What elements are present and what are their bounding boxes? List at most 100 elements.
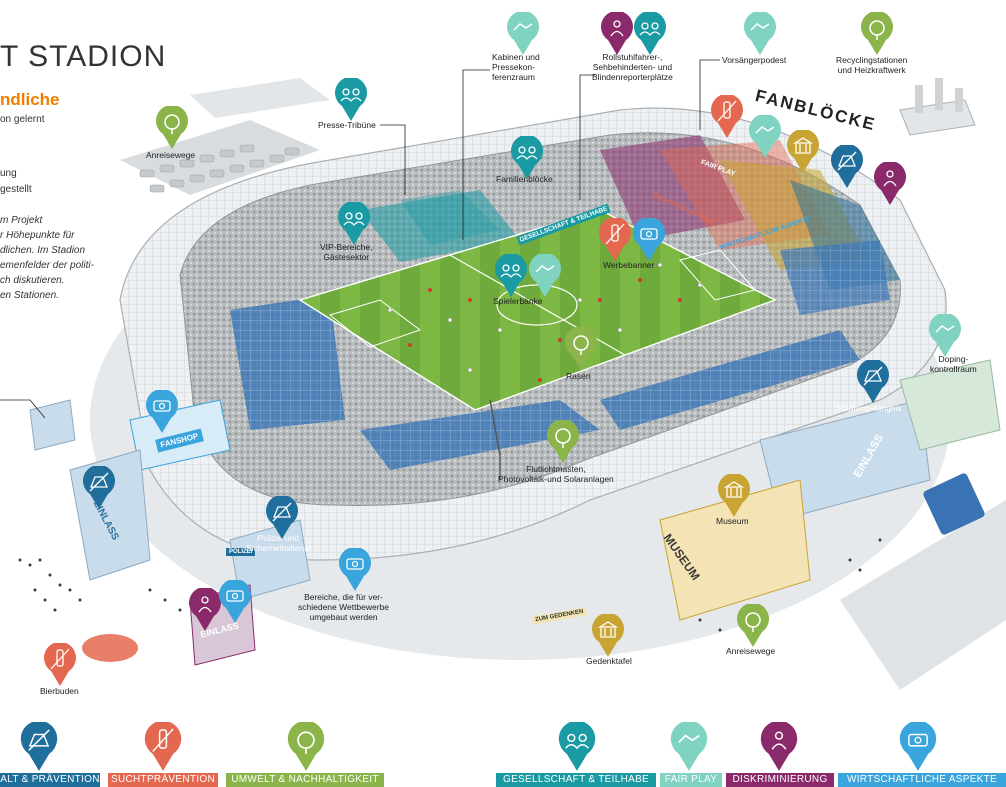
label-rollstuhl-line-3: Blindenreporterplätze	[592, 72, 673, 82]
legend-bottle-icon	[144, 722, 182, 771]
label-vip-line-1: VIP-Bereiche,	[320, 242, 373, 252]
intro-paragraph-line-2: r Höhepunkte für	[0, 230, 75, 241]
gesellschaft-pin-familien[interactable]	[510, 136, 544, 180]
parking-lot	[120, 78, 330, 195]
diskriminierung-pin-rollstuhl[interactable]	[600, 12, 634, 56]
fairplay-pin-spieler[interactable]	[528, 254, 562, 298]
polizei-sign: POLIZEI	[226, 548, 256, 556]
label-anreisewege-top: Anreisewege	[146, 150, 196, 160]
label-flutlicht: Flutlichtmasten, Photovoltaik-und Solara…	[498, 464, 614, 484]
legend-wirtschaft: WIRTSCHAFTLICHE ASPEKTE	[838, 773, 1006, 787]
legend-gesellschaft: GESELLSCHAFT & TEILHABE	[496, 773, 656, 787]
label-polizei-line-1: Polizei und	[257, 533, 300, 543]
legend-money-icon	[899, 722, 937, 771]
intro-line-1: on gelernt	[0, 114, 45, 125]
label-doping: Doping- kontrollraum	[930, 354, 977, 374]
legend-diskriminierung: DISKRIMINIERUNG	[726, 773, 834, 787]
fairplay-pin-kabinen[interactable]	[506, 12, 540, 56]
umwelt-pin-rasen[interactable]	[564, 327, 598, 371]
label-rollstuhl-line-1: Rollstuhlfahrer-,	[602, 52, 663, 62]
diskriminierung-pin-fanbloecke[interactable]	[873, 162, 907, 206]
label-rollstuhl: Rollstuhlfahrer-, Sehbehinderten- und Bl…	[592, 52, 673, 82]
intro-paragraph-line-3: dlichen. Im Stadion	[0, 245, 86, 256]
label-bereiche-line-3: umgebaut werden	[309, 612, 378, 622]
label-rasen: Rasen	[566, 371, 591, 381]
gewalt-pin-fanbloecke[interactable]	[830, 145, 864, 189]
label-vip: VIP-Bereiche, Gästesektor	[320, 242, 372, 262]
pitch	[298, 209, 777, 411]
intro-paragraph-line-6: en Stationen.	[0, 290, 59, 301]
label-recycling: Recyclingstationen und Heizkraftwerk	[836, 55, 907, 75]
legend-violence-icon	[20, 722, 58, 771]
museum-pin-gedenktafel[interactable]	[591, 614, 625, 658]
label-polizei-line-2: Sicherheitsdienst	[246, 543, 311, 553]
intro-line-3: gestellt	[0, 184, 32, 195]
label-bereiche: Bereiche, die für ver- schiedene Wettbew…	[298, 592, 389, 622]
legend-sucht: SUCHTPRÄVENTION	[108, 773, 218, 787]
legend-person-icon	[760, 722, 798, 771]
page-subtitle: ndliche	[0, 90, 60, 109]
gesellschaft-pin-spieler[interactable]	[494, 254, 528, 298]
label-stadiongefaengnis: Stadiongefängnis	[836, 403, 902, 413]
legend-umwelt: UMWELT & NACHHALTIGKEIT	[226, 773, 384, 787]
gewalt-pin-gefaengnis[interactable]	[856, 360, 890, 404]
museum-pin-museum[interactable]	[717, 474, 751, 518]
gewalt-pin-einlass[interactable]	[82, 466, 116, 510]
label-kabinen-line-1: Kabinen und	[492, 52, 540, 62]
sucht-pin-werbe[interactable]	[598, 218, 632, 262]
fairplay-pin-fanbloecke[interactable]	[748, 115, 782, 159]
label-flutlicht-line-2: Photovoltaik-und Solaranlagen	[498, 474, 614, 484]
umwelt-pin-anreise-top[interactable]	[155, 106, 189, 150]
label-spielerbaenke: Spielerbänke	[493, 296, 543, 306]
wirtschaft-pin-werbe[interactable]	[632, 218, 666, 262]
label-presse-tribuene: Presse-Tribüne	[318, 120, 376, 130]
intro-line-2: ung	[0, 168, 17, 179]
gewalt-pin-polizei[interactable]	[265, 496, 299, 540]
intro-paragraph-line-1: m Projekt	[0, 215, 43, 226]
right-buildings	[659, 359, 1006, 690]
label-familienbloecke: Familienblöcke	[496, 174, 553, 184]
label-vip-line-2: Gästesektor	[323, 252, 370, 262]
fairplay-pin-doping[interactable]	[928, 314, 962, 358]
gesellschaft-pin-vip[interactable]	[337, 202, 371, 246]
label-recycling-line-2: und Heizkraftwerk	[837, 65, 906, 75]
wirtschaft-pin-einlass-front[interactable]	[218, 580, 252, 624]
umwelt-pin-recycling[interactable]	[860, 12, 894, 56]
label-rollstuhl-line-2: Sehbehinderten- und	[592, 62, 673, 72]
power-plant	[899, 78, 976, 136]
gesellschaft-pin-rollstuhl[interactable]	[633, 12, 667, 56]
gesellschaft-pin-presse[interactable]	[334, 78, 368, 122]
label-bereiche-line-1: Bereiche, die für ver-	[304, 592, 383, 602]
umwelt-pin-anreise-bottom[interactable]	[736, 604, 770, 648]
wirtschaft-pin-fanshop[interactable]	[145, 390, 179, 434]
label-werbebanner: Werbebanner	[603, 260, 655, 270]
museum-pin-fanbloecke[interactable]	[786, 130, 820, 174]
label-gedenktafel: Gedenktafel	[586, 656, 632, 666]
leader-lines	[0, 59, 720, 480]
legend-tree-icon	[287, 722, 325, 771]
label-recycling-line-1: Recyclingstationen	[836, 55, 908, 65]
fairplay-pin-podest[interactable]	[743, 12, 777, 56]
intro-paragraph-line-5: ch diskutieren.	[0, 275, 65, 286]
sucht-pin-bierbuden[interactable]	[43, 643, 77, 687]
label-bierbuden: Bierbuden	[40, 686, 79, 696]
umwelt-pin-flutlicht[interactable]	[546, 420, 580, 464]
legend-people-icon	[558, 722, 596, 771]
diskriminierung-pin-einlass-front[interactable]	[188, 588, 222, 632]
label-doping-line-2: kontrollraum	[930, 364, 977, 374]
label-flutlicht-line-1: Flutlichtmasten,	[526, 464, 586, 474]
legend-handshake-icon	[670, 722, 708, 771]
sucht-pin-fanbloecke[interactable]	[710, 95, 744, 139]
label-vorsaengerpodest: Vorsängerpodest	[722, 55, 787, 65]
label-polizei: Polizei und Sicherheitsdienst	[246, 533, 311, 553]
intro-paragraph-line-4: emenfelder der politi-	[0, 260, 94, 271]
label-bereiche-line-2: schiedene Wettbewerbe	[298, 602, 390, 612]
legend-fairplay: FAIR PLAY	[660, 773, 722, 787]
page-title: T STADION	[0, 40, 167, 73]
legend-gewalt: ALT & PRÄVENTION	[0, 773, 100, 787]
wirtschaft-pin-bereiche[interactable]	[338, 548, 372, 592]
label-museum: Museum	[716, 516, 749, 526]
label-doping-line-1: Doping-	[938, 354, 969, 364]
floodlight-mast	[489, 399, 501, 456]
label-kabinen-line-3: ferenzraum	[492, 72, 535, 82]
